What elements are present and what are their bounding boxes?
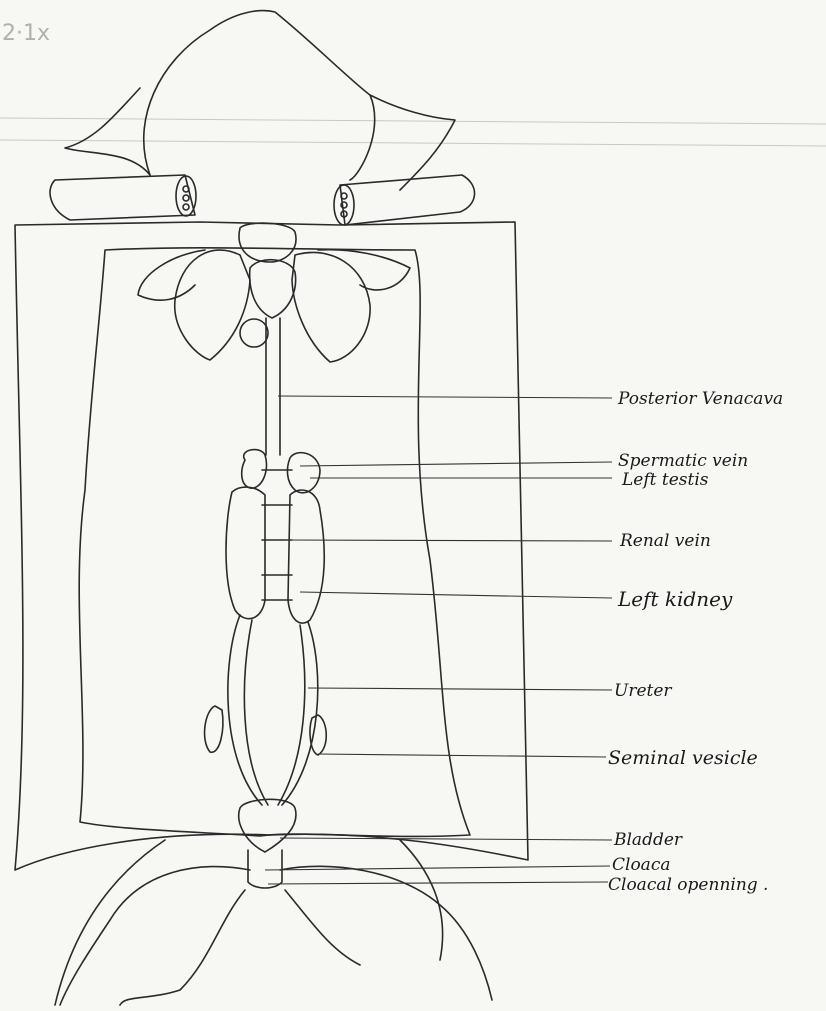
inner-body-wall <box>79 248 470 837</box>
label-spermatic-vein: Spermatic vein <box>618 451 748 471</box>
jaw-flap-left <box>65 88 150 175</box>
label-left-kidney: Left kidney <box>617 587 733 611</box>
label-cloaca: Cloaca <box>612 855 670 875</box>
label-posterior-vena-cava: Posterior Venacava <box>617 389 783 409</box>
seminal-vesicle-right <box>310 715 326 755</box>
label-left-testis: Left testis <box>621 470 709 490</box>
ruled-lines <box>0 118 826 146</box>
right-testis <box>242 450 267 489</box>
outer-skin-flap <box>15 222 528 870</box>
label-bladder: Bladder <box>613 830 683 850</box>
bladder <box>239 799 296 852</box>
seminal-vesicle-left <box>205 706 223 752</box>
corner-note: 2·1x <box>2 21 50 46</box>
label-cloacal-opening: Cloacal openning . <box>608 875 768 895</box>
left-kidney <box>288 490 324 623</box>
label-ureter: Ureter <box>614 681 672 701</box>
renal-veins <box>262 470 292 600</box>
label-seminal-vesicle: Seminal vesicle <box>608 747 758 769</box>
cloaca <box>248 850 282 888</box>
head-outline <box>144 11 375 180</box>
labels: Posterior Venacava Spermatic vein Left t… <box>608 389 783 895</box>
left-testis <box>287 453 320 493</box>
heart-and-lungs <box>138 223 410 362</box>
forelimb-left <box>50 175 196 220</box>
forelimb-right <box>334 175 475 225</box>
hindlimb-left <box>55 840 250 1005</box>
ureters <box>228 615 318 805</box>
label-renal-vein: Renal vein <box>619 531 711 551</box>
right-kidney <box>226 487 265 619</box>
hindlimb-right <box>280 840 492 1000</box>
posterior-vena-cava <box>266 318 280 455</box>
